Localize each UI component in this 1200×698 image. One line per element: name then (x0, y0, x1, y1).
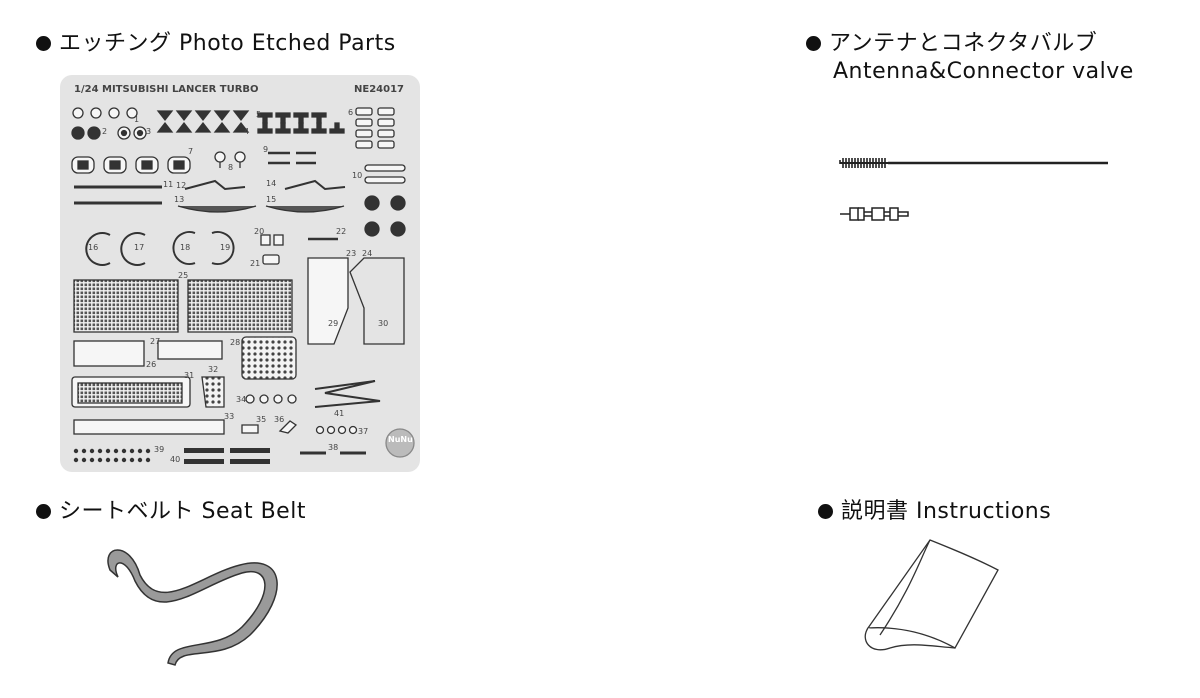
part-number-35: 35 (256, 415, 267, 424)
part-number-12: 12 (176, 181, 187, 190)
part-number-11: 11 (163, 180, 174, 189)
fret-code: NE24017 (354, 84, 404, 95)
antenna-heading-line1: アンテナとコネクタバルブ (829, 31, 1098, 56)
bullet-icon (806, 36, 821, 51)
bullet-icon (818, 504, 833, 519)
part-number-39: 39 (154, 445, 165, 454)
part-number-31: 31 (184, 371, 195, 380)
fret-title: 1/24 MITSUBISHI LANCER TURBO (74, 84, 259, 95)
instructions-heading: 説明書 Instructions (818, 498, 1051, 526)
part-number-33: 33 (224, 412, 235, 421)
part-number-5: 5 (256, 110, 262, 119)
part-number-10: 10 (352, 171, 363, 180)
part-number-6: 6 (348, 108, 354, 117)
fret-logo: NuNu (388, 435, 413, 444)
part-number-29: 29 (328, 319, 339, 328)
part-number-34: 34 (236, 395, 247, 404)
part-number-23: 23 (346, 249, 357, 258)
part-number-22: 22 (336, 227, 347, 236)
part-number-27: 27 (150, 337, 161, 346)
part-number-17: 17 (134, 243, 145, 252)
photo-etched-heading: エッチング Photo Etched Parts (36, 30, 396, 58)
part-number-9: 9 (263, 145, 269, 154)
part-number-32: 32 (208, 365, 219, 374)
antenna-drawing (839, 158, 1108, 221)
part-number-38: 38 (328, 443, 339, 452)
part-number-8: 8 (228, 163, 234, 172)
part-number-16: 16 (88, 243, 99, 252)
antenna-heading: アンテナとコネクタバルブ Antenna&Connector valve (806, 30, 1134, 86)
bullet-icon (36, 36, 51, 51)
part-number-3: 3 (146, 127, 152, 136)
antenna-heading-line2: Antenna&Connector valve (833, 59, 1134, 84)
part-number-14: 14 (266, 179, 277, 188)
part-number-15: 15 (266, 195, 277, 204)
part-number-4: 4 (244, 127, 250, 136)
part-number-24: 24 (362, 249, 373, 258)
part-number-7: 7 (188, 147, 194, 156)
fret-parts-drawing (71, 107, 415, 464)
photo-etched-fret: 1/24 MITSUBISHI LANCER TURBO NE24017 (60, 75, 420, 472)
part-number-2: 2 (102, 127, 108, 136)
part-number-19: 19 (220, 243, 231, 252)
part-number-41: 41 (334, 409, 345, 418)
part-number-36: 36 (274, 415, 285, 424)
bullet-icon (36, 504, 51, 519)
part-number-28: 28 (230, 338, 241, 347)
part-number-40: 40 (170, 455, 181, 464)
photo-etched-heading-text: エッチング Photo Etched Parts (59, 31, 396, 56)
part-number-13: 13 (174, 195, 185, 204)
part-number-18: 18 (180, 243, 191, 252)
instructions-drawing (864, 539, 999, 651)
instructions-heading-text: 説明書 Instructions (841, 499, 1052, 524)
seat-belt-heading: シートベルト Seat Belt (36, 498, 306, 526)
part-number-1: 1 (134, 115, 140, 124)
part-number-21: 21 (250, 259, 261, 268)
part-number-37: 37 (358, 427, 369, 436)
part-number-25: 25 (178, 271, 189, 280)
part-number-30: 30 (378, 319, 389, 328)
part-number-26: 26 (146, 360, 157, 369)
seat-belt-heading-text: シートベルト Seat Belt (59, 499, 306, 524)
seat-belt-drawing (107, 549, 278, 666)
part-number-20: 20 (254, 227, 265, 236)
